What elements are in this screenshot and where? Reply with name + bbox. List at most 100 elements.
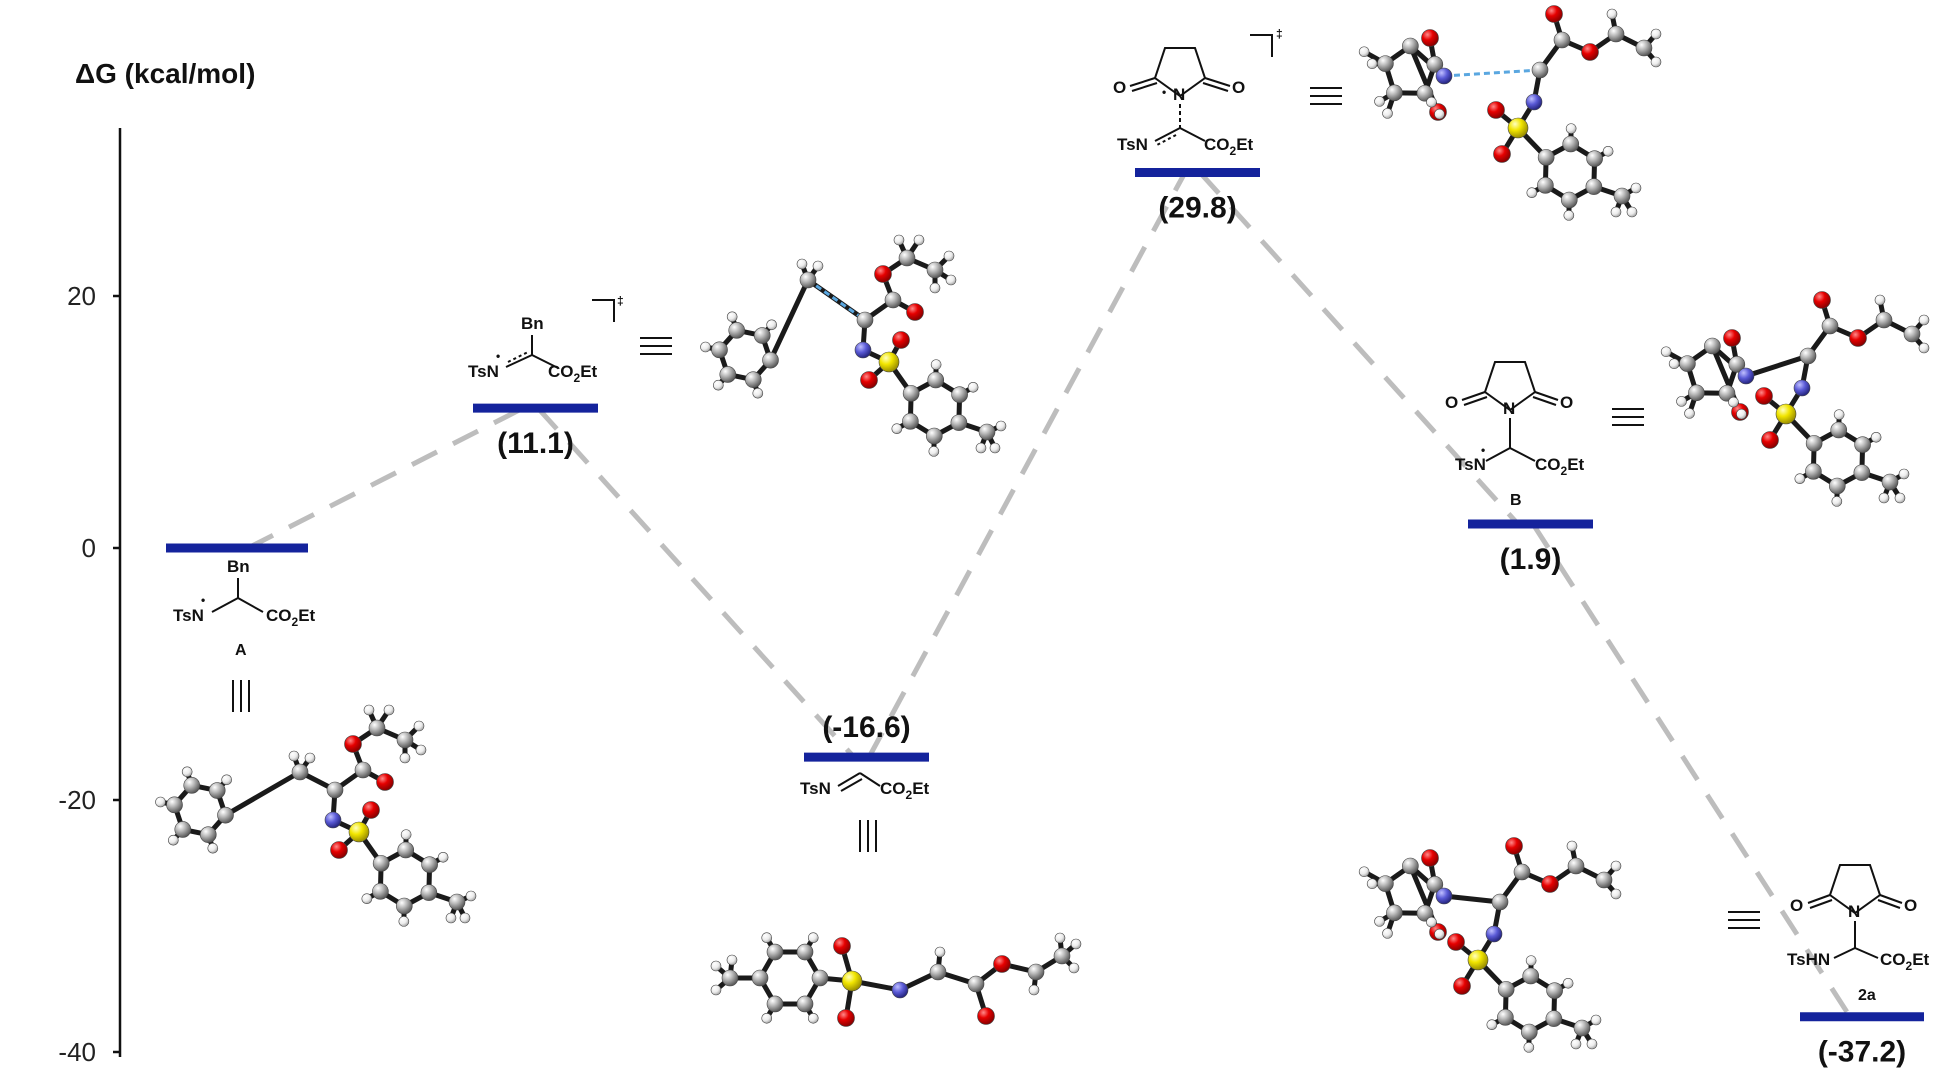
- model-bond: [1743, 353, 1811, 379]
- equivalence-2a: [1728, 911, 1760, 929]
- atom-C: [1560, 191, 1578, 209]
- atom-H: [766, 319, 777, 331]
- atom-N: [1435, 887, 1453, 905]
- atom-H: [168, 834, 179, 846]
- atom-C: [719, 366, 737, 383]
- model-3d-2a: [1358, 837, 1622, 1053]
- atom-O: [1813, 291, 1831, 309]
- atom-H: [1382, 108, 1393, 119]
- atom-H: [288, 750, 300, 762]
- atom-C: [1531, 61, 1549, 79]
- atom-H: [1874, 294, 1886, 306]
- atom-C: [1799, 347, 1817, 365]
- atom-C: [751, 969, 769, 987]
- atom-H: [1870, 431, 1882, 443]
- atom-H: [943, 250, 955, 262]
- co2et-2a: CO2Et: [1880, 950, 1930, 973]
- atom-C: [1377, 55, 1394, 72]
- atom-H: [967, 381, 979, 393]
- atom-C: [967, 975, 985, 993]
- atom-H: [1358, 866, 1370, 878]
- connector-B-2a: [1530, 522, 1853, 1019]
- bond: [1809, 899, 1833, 909]
- atom-H: [465, 890, 477, 902]
- dagger-TS1: ‡: [617, 294, 624, 308]
- atom-C: [1688, 384, 1705, 402]
- bond: [1204, 77, 1231, 87]
- atom-S: [1775, 403, 1797, 425]
- atom-C: [1537, 149, 1555, 166]
- atom-H: [752, 387, 764, 399]
- atom-H: [1894, 492, 1906, 504]
- atom-H: [413, 720, 425, 732]
- atom-C: [1830, 421, 1848, 439]
- tsn-label-A: TsN: [173, 606, 204, 625]
- bond: [237, 597, 264, 613]
- atom-C: [1607, 25, 1625, 43]
- atom-C: [199, 826, 217, 843]
- atom-H: [1610, 206, 1622, 218]
- atom-H: [1728, 396, 1739, 408]
- atom-C: [1613, 187, 1631, 205]
- y-axis: ΔG (kcal/mol) 200-20-40: [58, 58, 255, 1067]
- bond: [211, 597, 239, 613]
- atom-H: [726, 954, 738, 966]
- atom-H: [1590, 1014, 1602, 1026]
- atom-H: [437, 851, 449, 863]
- ts-bracket-TS1: [592, 299, 615, 322]
- atom-C: [1513, 863, 1531, 881]
- o-right-B: O: [1560, 393, 1573, 412]
- atom-H: [363, 704, 375, 716]
- atom-C: [721, 969, 739, 987]
- atom-H: [726, 311, 738, 323]
- atom-O: [1493, 145, 1511, 163]
- y-tick-label: -20: [58, 785, 96, 815]
- atom-O: [874, 265, 892, 283]
- atom-C: [1053, 947, 1071, 965]
- atom-H: [1366, 878, 1378, 890]
- bond: [1461, 391, 1486, 401]
- atom-C: [1704, 337, 1721, 355]
- atom-H: [1610, 860, 1622, 872]
- radical-dot-TS1: •: [496, 349, 500, 363]
- atom-C: [448, 893, 466, 911]
- atom-C: [1386, 84, 1403, 102]
- atom-H: [181, 766, 193, 778]
- atom-C: [166, 796, 183, 814]
- atom-N: [1793, 379, 1811, 397]
- atom-H: [304, 752, 316, 764]
- atom-C: [950, 414, 968, 431]
- equivalence-TS2: [1310, 87, 1342, 105]
- y-axis-ticks: 200-20-40: [58, 281, 120, 1067]
- bond: [1129, 77, 1156, 87]
- atom-H: [1650, 28, 1662, 40]
- atom-H: [1660, 346, 1672, 358]
- atom-C: [326, 781, 344, 799]
- atom-N: [891, 981, 909, 999]
- co2et-A: CO2Et: [266, 606, 316, 629]
- atom-H: [399, 752, 411, 764]
- atom-C: [1402, 857, 1419, 875]
- bond: [1202, 82, 1229, 92]
- atom-C: [1416, 84, 1434, 102]
- co2et-TS2: CO2Et: [1204, 135, 1254, 158]
- compound-label-A: A: [235, 642, 247, 659]
- atom-C: [1679, 355, 1696, 372]
- atom-C: [1573, 1019, 1591, 1037]
- energy-label-TS1: (11.1): [497, 427, 574, 460]
- atom-S: [841, 970, 863, 992]
- compound-label-B: B: [1510, 492, 1522, 509]
- atom-H: [1358, 46, 1370, 58]
- atom-C: [728, 322, 746, 339]
- atom-O: [1421, 849, 1439, 867]
- atom-H: [1736, 408, 1747, 420]
- bond: [507, 351, 529, 363]
- energy-label-2a: (-37.2): [1818, 1036, 1906, 1069]
- ball-and-stick-models: [155, 5, 1930, 1053]
- atom-C: [766, 943, 784, 961]
- atom-H: [1070, 938, 1082, 950]
- atom-C: [951, 386, 968, 403]
- equivalence-TS1: [640, 337, 672, 355]
- atom-C: [1027, 963, 1045, 981]
- atom-C: [978, 423, 996, 441]
